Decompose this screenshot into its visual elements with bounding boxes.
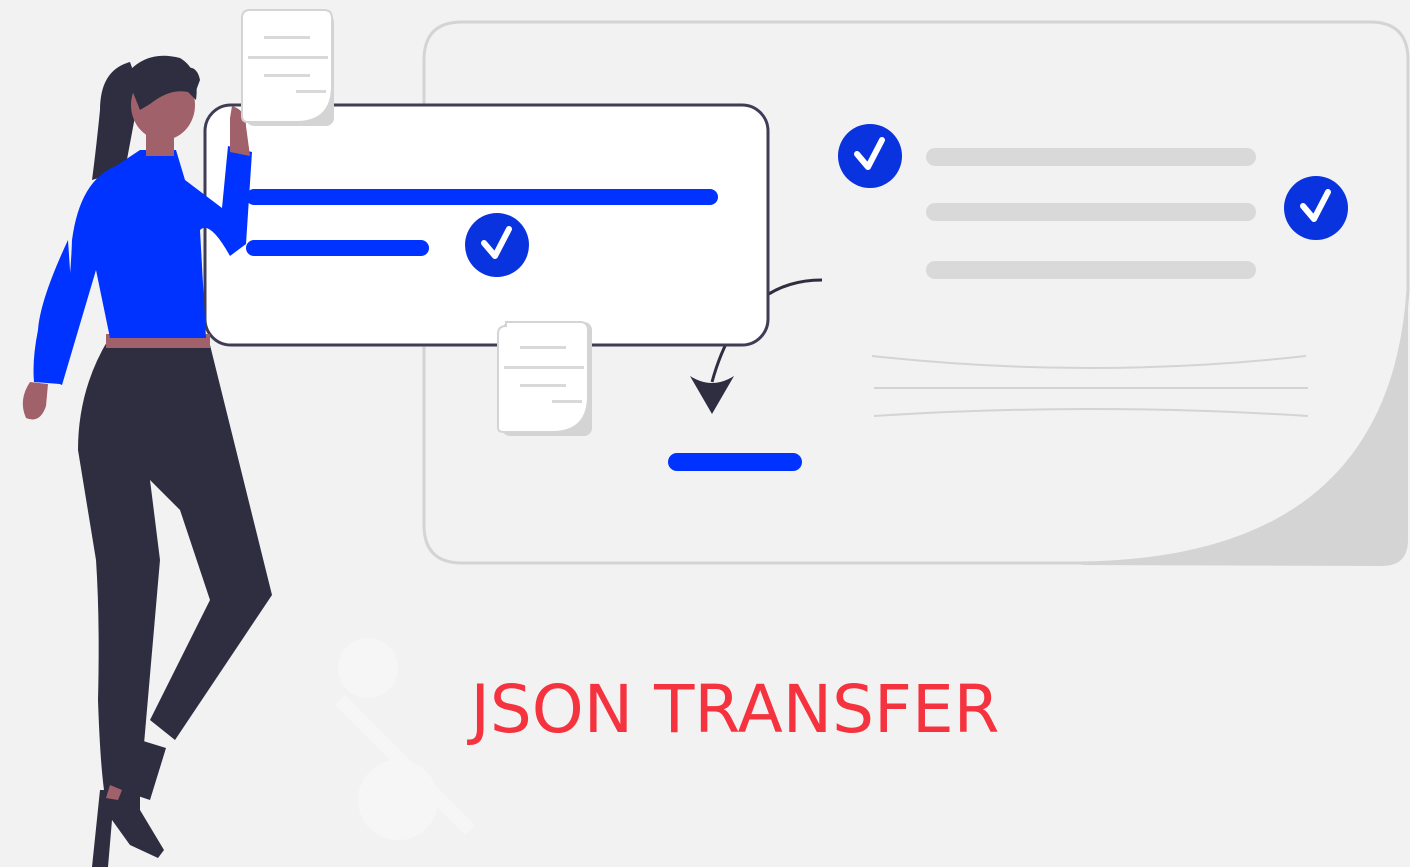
- card-line-short: [246, 240, 429, 256]
- check-circle-icon: [838, 124, 902, 188]
- placeholder-line: [926, 203, 1256, 221]
- background-panel-shadow: [1080, 280, 1408, 566]
- document-icon: [497, 321, 592, 436]
- check-circle-icon: [1284, 176, 1348, 240]
- transfer-result-bar: [668, 453, 802, 471]
- document-icon: [241, 9, 334, 126]
- placeholder-line: [926, 148, 1256, 166]
- card-line-long: [246, 189, 718, 205]
- person-figure: [22, 55, 272, 867]
- background-decoration: [335, 638, 475, 840]
- placeholder-lines: [926, 148, 1256, 279]
- placeholder-line: [926, 261, 1256, 279]
- check-circle-icon: [465, 213, 529, 277]
- page-title: JSON TRANSFER: [470, 671, 1000, 748]
- separator-lines: [871, 355, 1309, 417]
